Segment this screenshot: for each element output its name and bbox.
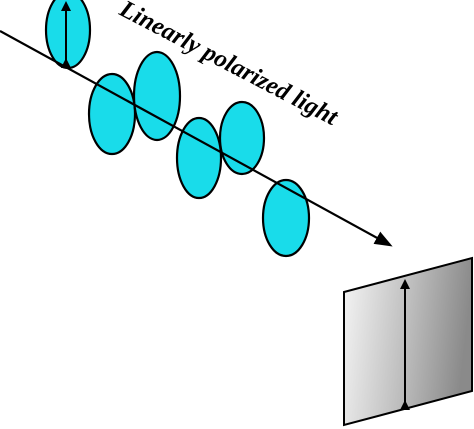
wave-lobe-up-3: [218, 100, 266, 176]
propagation-arrow: [0, 30, 393, 247]
polarizer-screen: [343, 256, 473, 427]
wave-lobe-down-1: [87, 72, 137, 156]
wave-lobe-up-2: [132, 50, 182, 142]
wave-lobe-up-1: [44, 0, 92, 70]
wave-lobe-down-2: [175, 116, 223, 200]
wave-lobe-down-3: [261, 178, 311, 258]
